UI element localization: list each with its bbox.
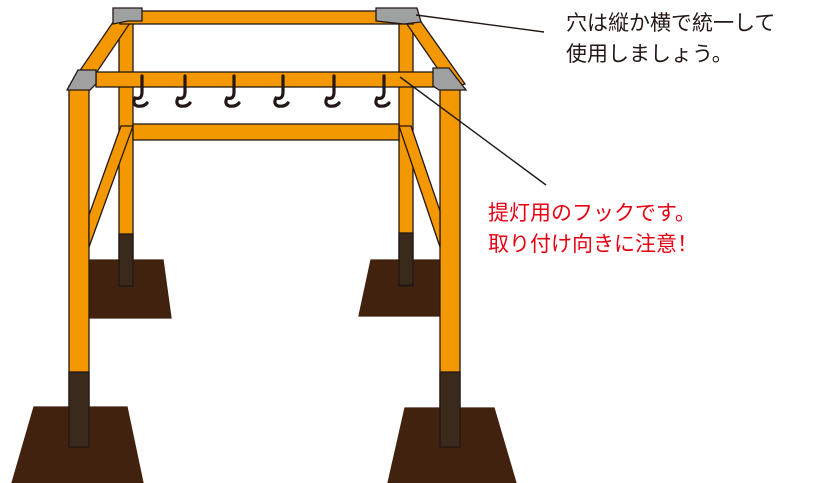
lantern-hook — [224, 74, 241, 108]
hole-note-leader-line — [415, 14, 545, 33]
back-left-footing — [118, 233, 134, 287]
back-top-rail — [119, 10, 414, 25]
lantern-hook-note: 提灯用のフックです。 取り付け向きに注意！ — [488, 198, 698, 260]
hook-note-line-2: 取り付け向きに注意！ — [488, 232, 698, 256]
right-side-brace — [398, 125, 441, 248]
lantern-hook — [273, 74, 290, 108]
front-right-footing — [439, 371, 461, 448]
back-right-footing — [398, 232, 414, 286]
back-left-corner-bracket — [112, 7, 143, 25]
hook-note-leader-line — [399, 76, 547, 186]
front-left-footing — [68, 371, 90, 448]
lantern-hook — [175, 74, 192, 108]
lantern-hook — [374, 74, 391, 108]
lantern-hook — [132, 74, 149, 108]
lantern-hook — [324, 74, 341, 108]
hole-note-line-2: 使用しましょう。 — [566, 42, 733, 66]
hook-note-line-1: 提灯用のフックです。 — [488, 201, 696, 225]
back-right-corner-bracket — [375, 7, 422, 25]
front-left-corner-bracket — [65, 69, 97, 91]
hole-note-line-1: 穴は縦か横で統一して — [566, 11, 776, 35]
hole-orientation-note: 穴は縦か横で統一して 使用しましょう。 — [566, 8, 775, 70]
left-side-brace — [88, 125, 134, 248]
front-right-corner-bracket — [432, 67, 468, 91]
back-lower-crossbar — [132, 123, 400, 141]
